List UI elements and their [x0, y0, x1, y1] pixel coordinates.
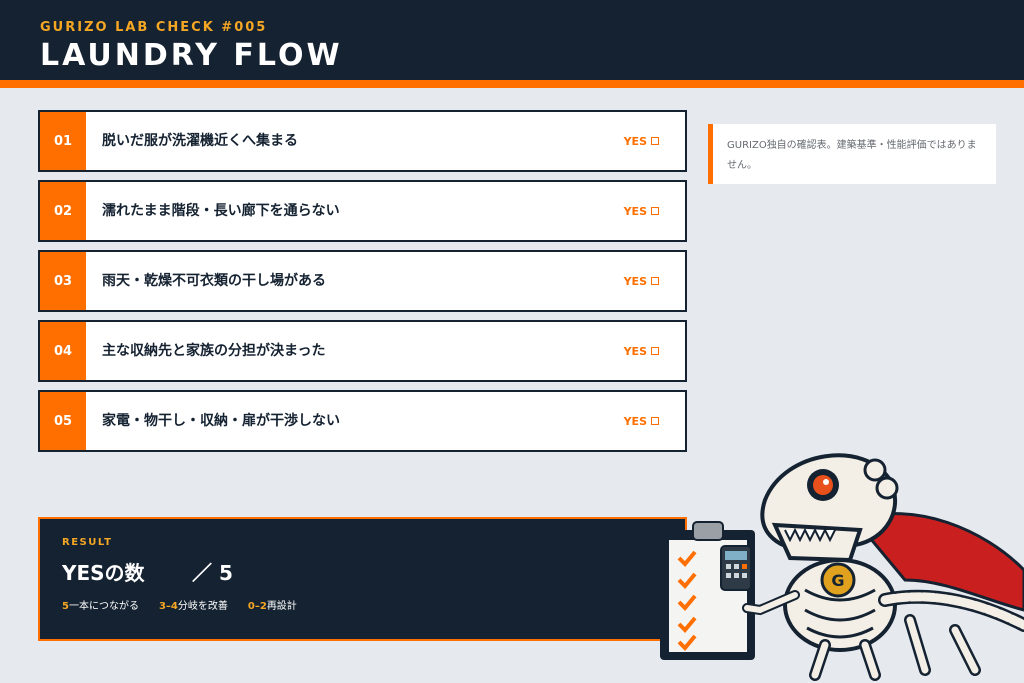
item-text: 家電・物干し・収納・扉が干渉しない [102, 413, 340, 429]
item-number: 02 [40, 182, 86, 240]
yes-label: YES [623, 344, 647, 358]
result-panel: RESULT YESの数 ／ 5 5一本につながる 3–4分岐を改善 0–2再設… [38, 517, 687, 641]
legend-key: 5 [62, 601, 69, 612]
checklist-item-05[interactable]: 05 家電・物干し・収納・扉が干渉しない YES [38, 390, 687, 452]
svg-text:G: G [831, 571, 844, 590]
item-number: 03 [40, 252, 86, 310]
item-number: 05 [40, 392, 86, 450]
legend-item: 0–2再設計 [248, 597, 297, 612]
legend-key: 3–4 [158, 601, 178, 612]
yes-count-label: YESの数 [62, 561, 145, 585]
score-legend: 5一本につながる 3–4分岐を改善 0–2再設計 [62, 597, 297, 612]
yes-checkbox[interactable]: YES [624, 392, 659, 450]
item-number: 01 [40, 112, 86, 170]
legend-key: 0–2 [247, 601, 267, 612]
yes-label: YES [623, 274, 647, 288]
checkbox-icon[interactable] [651, 207, 659, 215]
checkbox-icon[interactable] [651, 347, 659, 355]
item-text: 脱いだ服が洗濯機近くへ集まる [102, 133, 298, 149]
g-medal-icon: G [820, 562, 856, 598]
checklist-item-01[interactable]: 01 脱いだ服が洗濯機近くへ集まる YES [38, 110, 687, 172]
item-text: 雨天・乾燥不可衣類の干し場がある [102, 273, 326, 289]
checkbox-icon[interactable] [651, 137, 659, 145]
yes-label: YES [623, 204, 647, 218]
page-subtitle: GURIZO LAB CHECK #005 [40, 20, 268, 35]
page-title: LAUNDRY FLOW [40, 38, 343, 73]
legend-item: 5一本につながる [62, 597, 139, 612]
yes-checkbox[interactable]: YES [624, 252, 659, 310]
checklist-item-04[interactable]: 04 主な収納先と家族の分担が決まった YES [38, 320, 687, 382]
disclaimer-note: GURIZO独自の確認表。建築基準・性能評価ではありません。 [708, 124, 996, 184]
checklist-item-02[interactable]: 02 濡れたまま階段・長い廊下を通らない YES [38, 180, 687, 242]
header-accent-bar [0, 80, 1024, 88]
item-number: 04 [40, 322, 86, 380]
yes-checkbox[interactable]: YES [624, 112, 659, 170]
legend-item: 3–4分岐を改善 [159, 597, 228, 612]
checkbox-icon[interactable] [651, 417, 659, 425]
legend-desc: 一本につながる [68, 601, 139, 612]
page-header: GURIZO LAB CHECK #005 LAUNDRY FLOW [0, 0, 1024, 80]
checklist-item-03[interactable]: 03 雨天・乾燥不可衣類の干し場がある YES [38, 250, 687, 312]
yes-checkbox[interactable]: YES [624, 182, 659, 240]
legend-desc: 再設計 [266, 601, 297, 612]
yes-checkbox[interactable]: YES [624, 322, 659, 380]
skeleton-dinosaur-mascot-icon: G [660, 453, 1024, 681]
yes-label: YES [623, 134, 647, 148]
item-text: 主な収納先と家族の分担が決まった [102, 343, 326, 359]
disclaimer-text: GURIZO独自の確認表。建築基準・性能評価ではありません。 [727, 140, 977, 171]
yes-total: ／ 5 [192, 561, 233, 585]
result-label: RESULT [62, 537, 113, 548]
item-text: 濡れたまま階段・長い廊下を通らない [102, 203, 340, 219]
calculator-icon [720, 545, 752, 591]
legend-desc: 分岐を改善 [177, 601, 228, 612]
checkbox-icon[interactable] [651, 277, 659, 285]
yes-label: YES [623, 414, 647, 428]
